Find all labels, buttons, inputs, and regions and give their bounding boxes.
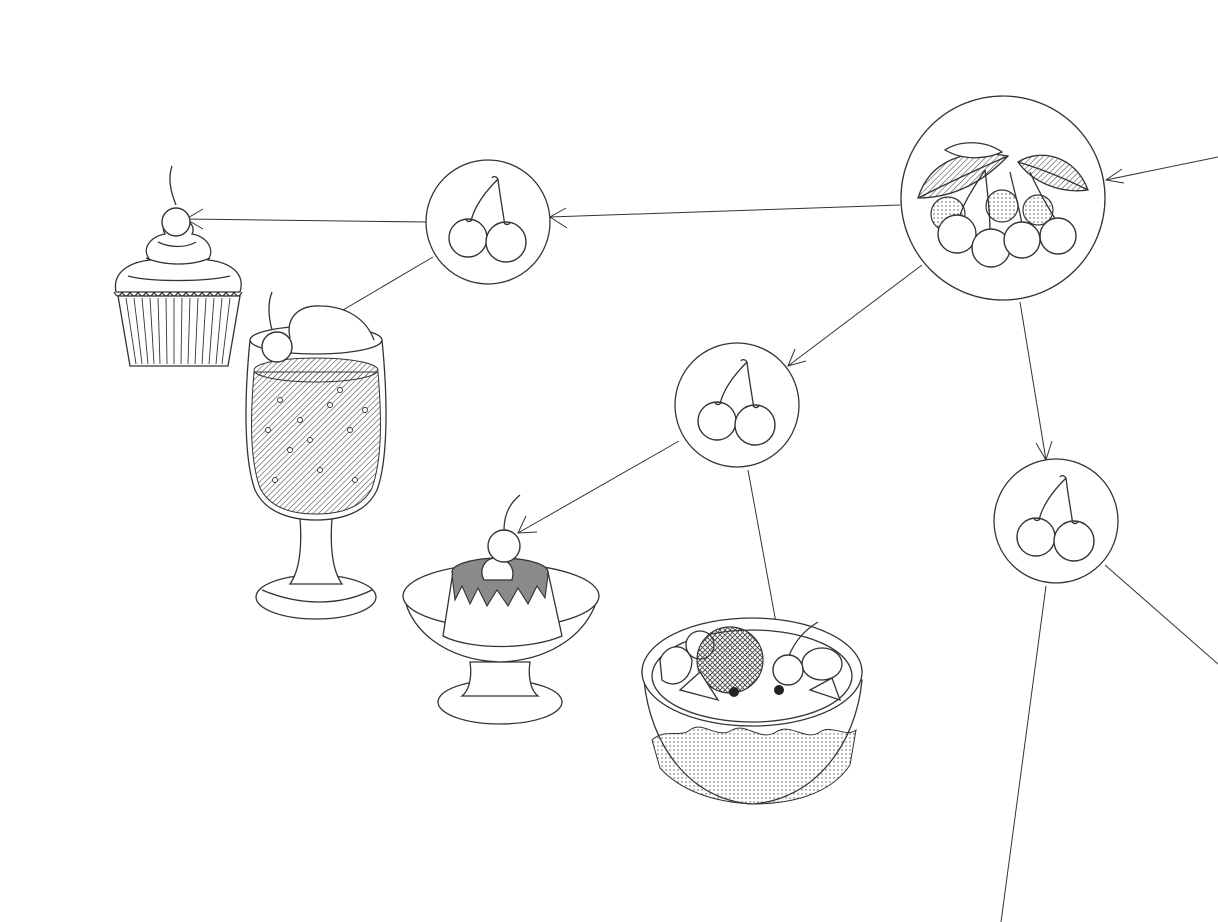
pudding-icon: [402, 494, 600, 725]
edge-cherry-c-to-offscreen-bottom: [1000, 585, 1047, 922]
cupcake-icon: [113, 165, 243, 367]
edge-cherry-a-to-cupcake: [185, 208, 427, 230]
node-cream-soda: [245, 291, 387, 620]
node-fruit-bowl: [641, 617, 863, 805]
fruit-bowl-icon: [641, 617, 863, 805]
node-cherry-a: [425, 159, 551, 285]
node-cherry-b: [674, 342, 800, 468]
edge-cherry-c-to-offscreen-right: [1104, 564, 1218, 665]
node-cherry-branch: [900, 95, 1106, 301]
edge-branch-to-cherry-c: [1019, 301, 1053, 462]
edge-cherry-b-to-pudding: [517, 440, 680, 534]
cherry-branch-icon: [917, 142, 1089, 268]
edge-branch-to-cherry-a: [549, 204, 901, 229]
edge-branch-to-cherry-b: [787, 264, 923, 367]
node-cupcake: [113, 165, 243, 367]
node-pudding: [402, 494, 600, 725]
cream-soda-icon: [245, 291, 387, 620]
node-cherry-c: [993, 458, 1119, 584]
edge-offscreen-to-branch: [1104, 156, 1218, 184]
